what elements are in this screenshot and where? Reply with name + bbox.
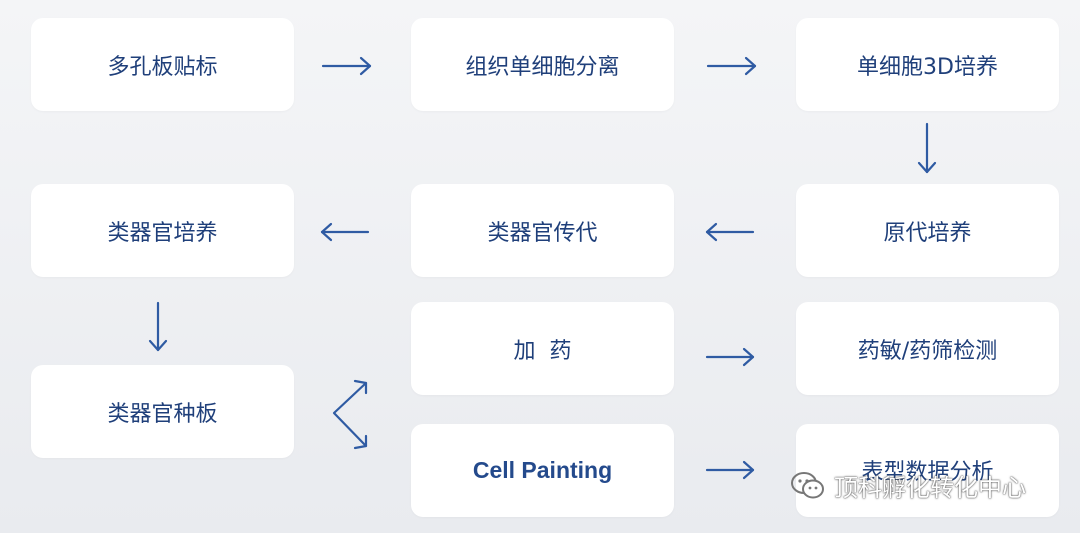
arrow-down-icon — [148, 301, 168, 352]
arrow-right-icon — [321, 56, 372, 76]
arrow-right-icon — [705, 347, 755, 367]
step-drug-sensitivity-screening: 药敏/药筛检测 — [796, 302, 1059, 395]
wechat-icon — [791, 471, 824, 498]
step-add-drug: 加 药 — [411, 302, 674, 395]
step-label: 加 药 — [513, 338, 572, 364]
step-label: 类器官种板 — [107, 401, 218, 427]
step-primary-culture: 原代培养 — [796, 184, 1059, 277]
arrow-right-icon — [705, 460, 755, 480]
branch-arrow-icon — [332, 379, 368, 450]
step-tissue-single-cell-separation: 组织单细胞分离 — [411, 18, 674, 111]
watermark: 顶科孵化转化中心 — [790, 468, 1026, 503]
step-label: 表型数据分析 — [861, 460, 994, 485]
step-organoid-passage: 类器官传代 — [411, 184, 674, 277]
step-multiwell-labeling: 多孔板贴标 — [31, 18, 294, 111]
arrow-left-icon — [705, 222, 755, 242]
step-label: 多孔板贴标 — [107, 54, 218, 80]
step-label: 类器官培养 — [107, 220, 218, 246]
step-cell-painting: Cell Painting — [411, 424, 674, 517]
step-label: Cell Painting — [472, 457, 613, 483]
step-label: 单细胞3D培养 — [857, 54, 998, 80]
step-organoid-culture: 类器官培养 — [31, 184, 294, 277]
step-label: 组织单细胞分离 — [465, 54, 620, 80]
step-organoid-seeding: 类器官种板 — [31, 365, 294, 458]
step-label: 类器官传代 — [487, 220, 598, 246]
arrow-down-icon — [917, 122, 937, 174]
watermark-text: 顶科孵化转化中心 — [834, 474, 1026, 502]
arrow-right-icon — [706, 56, 757, 76]
arrow-left-icon — [320, 222, 370, 242]
step-label: 药敏/药筛检测 — [857, 338, 998, 364]
step-single-cell-3d-culture: 单细胞3D培养 — [796, 18, 1059, 111]
step-phenotype-data-analysis: 表型数据分析 — [796, 424, 1059, 517]
step-label: 原代培养 — [883, 220, 972, 246]
